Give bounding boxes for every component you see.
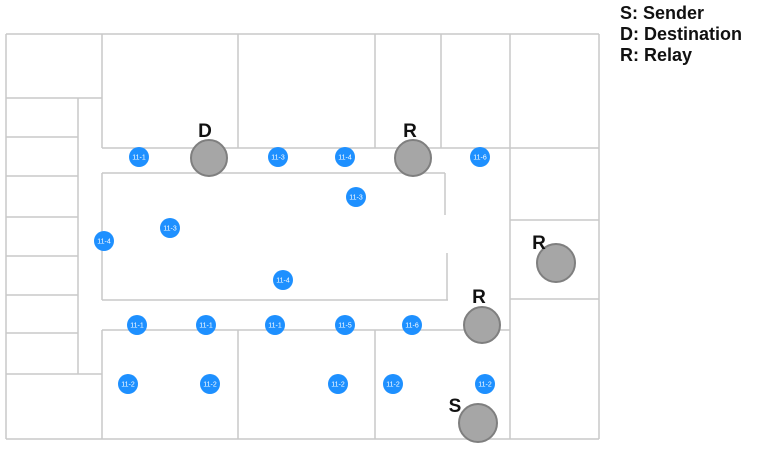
anchor-label-s: S [449,396,462,417]
sensor-node [118,374,138,394]
sensor-node [335,315,355,335]
sensor-label: 11-1 [132,155,146,162]
anchors-layer: D R R R S [190,121,576,443]
sensor-label: 11-1 [268,323,282,330]
walls-layer [5,33,600,440]
sensor-node [268,147,288,167]
sensor-node [335,147,355,167]
sensors-layer: 11-1 11-3 11-4 11-6 11-3 11-3 11-4 11-4 11-1 11-1… [94,147,495,394]
anchor-node-r [536,243,576,283]
sensor-node [200,374,220,394]
sensor-node [475,374,495,394]
sensor-node [273,270,293,290]
legend-item-sender: S: Sender [620,3,705,23]
sensor-label: 11-3 [271,155,285,162]
sensor-label: 11-6 [405,323,419,330]
sensor-node [265,315,285,335]
sensor-node [127,315,147,335]
sensor-label: 11-4 [276,278,290,285]
sensor-label: 11-2 [121,382,135,389]
sensor-node [94,231,114,251]
sensor-label: 11-3 [349,195,363,202]
sensor-label: 11-2 [386,382,400,389]
anchor-label-d: D [198,121,212,142]
legend-item-relay: R: Relay [620,45,693,65]
anchor-node-r [394,139,432,177]
sensor-node [160,218,180,238]
anchor-node-d [190,139,228,177]
sensor-label: 11-2 [478,382,492,389]
sensor-label: 11-2 [331,382,345,389]
sensor-label: 11-1 [199,323,213,330]
sensor-label: 11-5 [338,323,352,330]
sensor-node [346,187,366,207]
sensor-label: 11-6 [473,155,487,162]
sensor-label: 11-3 [163,226,177,233]
legend-item-destination: D: Destination [620,24,743,44]
sensor-label: 11-2 [203,382,217,389]
sensor-node [196,315,216,335]
anchor-label-r: R [403,121,417,142]
legend: S: Sender D: Destination R: Relay [620,3,742,66]
sensor-label: 11-1 [130,323,144,330]
sensor-node [328,374,348,394]
sensor-node [383,374,403,394]
sensor-node [129,147,149,167]
anchor-label-r: R [532,233,546,254]
anchor-label-r: R [472,287,486,308]
sensor-node [470,147,490,167]
anchor-node-r [463,306,501,344]
sensor-label: 11-4 [338,155,352,162]
sensor-node [402,315,422,335]
anchor-node-s [458,403,498,443]
sensor-label: 11-4 [97,239,111,246]
